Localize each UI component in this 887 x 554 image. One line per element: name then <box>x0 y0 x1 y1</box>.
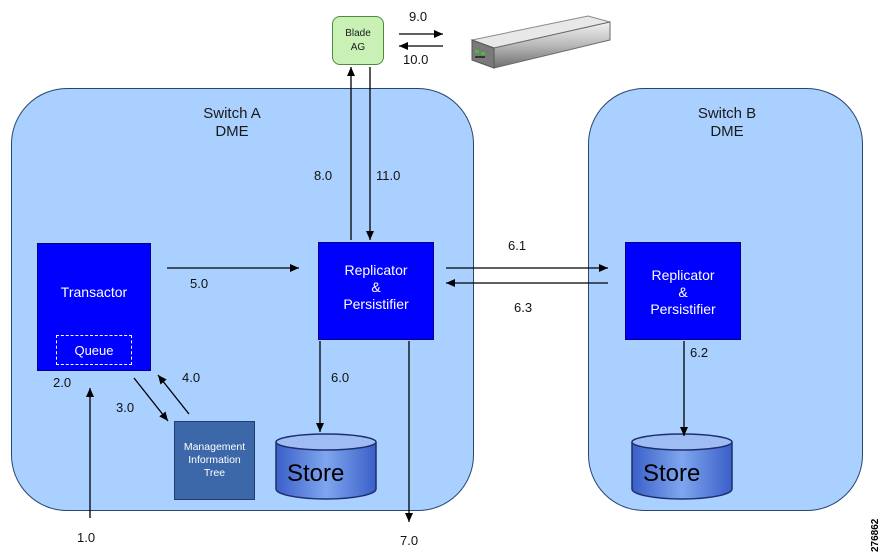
mit-line2: Information <box>188 454 241 466</box>
switch-b-title-line1: Switch B <box>697 105 757 122</box>
replicator-b-line1: Replicator <box>651 267 715 283</box>
step-label-6-3: 6.3 <box>514 300 533 315</box>
blade-ag-label-line2: AG <box>350 41 366 53</box>
step-label-4-0: 4.0 <box>182 370 201 385</box>
step-label-10-0: 10.0 <box>403 52 429 67</box>
replicator-persistifier-a: Replicator & Persistifier <box>318 242 434 340</box>
transactor-box: Transactor Queue <box>37 243 151 371</box>
store-b-label: Store <box>643 460 701 487</box>
switch-a-title: Switch A DME <box>172 105 292 141</box>
replicator-b-line2: & <box>678 284 688 300</box>
step-label-7-0: 7.0 <box>400 533 419 548</box>
switch-b-title: Switch B DME <box>667 105 787 141</box>
store-a-label: Store <box>287 460 345 487</box>
transactor-label: Transactor <box>60 284 128 300</box>
queue-label: Queue <box>74 342 114 358</box>
step-label-11-0: 11.0 <box>376 168 401 183</box>
management-information-tree-box: Management Information Tree <box>174 421 255 500</box>
figure-id: 276862 <box>870 518 881 552</box>
replicator-a-line1: Replicator <box>344 262 408 278</box>
store-a-cylinder <box>275 433 377 500</box>
switch-b-title-line2: DME <box>710 123 744 140</box>
mit-line3: Tree <box>203 467 226 479</box>
replicator-b-line3: Persistifier <box>650 301 716 317</box>
mit-line1: Management <box>183 441 246 453</box>
blade-server-device-icon <box>470 15 611 69</box>
switch-a-title-line1: Switch A <box>203 105 261 122</box>
step-label-9-0: 9.0 <box>409 9 428 24</box>
replicator-persistifier-b: Replicator & Persistifier <box>625 242 741 340</box>
queue-box: Queue <box>56 335 132 365</box>
step-label-3-0: 3.0 <box>116 400 135 415</box>
switch-a-title-line2: DME <box>215 123 249 140</box>
step-label-2-0: 2.0 <box>53 375 72 390</box>
replicator-a-line2: & <box>371 279 381 295</box>
step-label-8-0: 8.0 <box>314 168 333 183</box>
blade-ag-node: Blade AG <box>332 16 384 65</box>
blade-ag-label-line1: Blade <box>345 27 371 39</box>
step-label-6-2: 6.2 <box>690 345 709 360</box>
step-label-1-0: 1.0 <box>77 530 96 545</box>
replicator-a-line3: Persistifier <box>343 296 409 312</box>
step-label-6-0: 6.0 <box>331 370 350 385</box>
step-label-5-0: 5.0 <box>190 276 209 291</box>
step-label-6-1: 6.1 <box>508 238 527 253</box>
